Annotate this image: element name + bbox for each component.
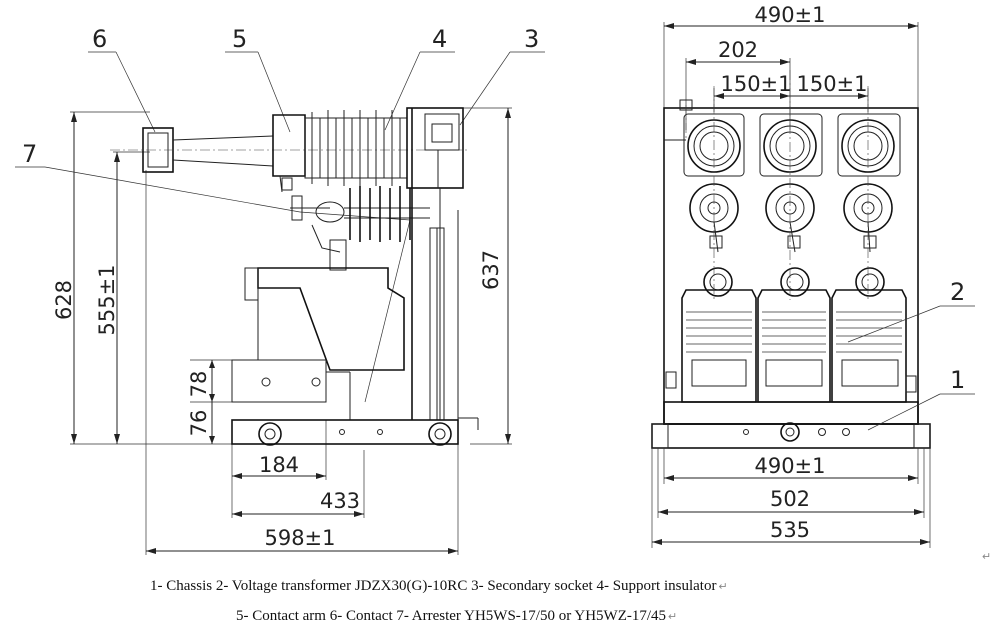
contact-arm <box>272 114 306 177</box>
callout-4: 4 <box>432 25 447 53</box>
dim-202: 202 <box>718 38 758 62</box>
phase-unit-a <box>681 113 757 403</box>
callout-3: 3 <box>524 25 539 53</box>
legend-line-2: 5- Contact arm 6- Contact 7- Arrester YH… <box>236 608 677 625</box>
arrester <box>290 186 430 271</box>
corner-return-mark: ↵ <box>980 548 991 565</box>
dim-628: 628 <box>52 280 76 320</box>
phase-unit-b <box>757 113 831 403</box>
dim-555: 555±1 <box>95 264 119 335</box>
dim-502: 502 <box>770 487 810 511</box>
chassis-side <box>231 419 459 445</box>
phase-unit-c <box>831 113 907 403</box>
callout-7: 7 <box>22 140 37 168</box>
dim-bottom-490: 490±1 <box>754 454 825 478</box>
dim-598: 598±1 <box>264 526 335 550</box>
return-mark: ↵ <box>668 611 678 623</box>
return-mark: ↵ <box>982 551 992 563</box>
secondary-socket <box>406 107 464 189</box>
dim-78: 78 <box>187 371 211 398</box>
callout-2: 2 <box>950 278 965 306</box>
dim-pitch-150-b: 150±1 <box>796 72 867 96</box>
dim-637: 637 <box>479 250 503 290</box>
return-mark: ↵ <box>718 581 728 593</box>
dim-184: 184 <box>259 453 299 477</box>
front-view: 490±1 202 150±1 150±1 <box>651 3 975 548</box>
dim-433: 433 <box>320 489 360 513</box>
callout-6: 6 <box>92 25 107 53</box>
side-view: 628 555±1 637 78 76 184 433 598±1 6 <box>15 25 545 555</box>
dim-535: 535 <box>770 518 810 542</box>
support-insulator <box>304 110 408 186</box>
dim-top-490: 490±1 <box>754 3 825 27</box>
callout-5: 5 <box>232 25 247 53</box>
legend-text-1: 1- Chassis 2- Voltage transformer JDZX30… <box>150 578 717 594</box>
cabinet-frame <box>663 107 919 425</box>
legend-line-1: 1- Chassis 2- Voltage transformer JDZX30… <box>150 578 728 595</box>
transformer-body <box>257 267 405 371</box>
callout-1: 1 <box>950 366 965 394</box>
legend-text-2: 5- Contact arm 6- Contact 7- Arrester YH… <box>236 608 667 624</box>
dim-76: 76 <box>187 410 211 437</box>
dim-pitch-150-a: 150±1 <box>720 72 791 96</box>
